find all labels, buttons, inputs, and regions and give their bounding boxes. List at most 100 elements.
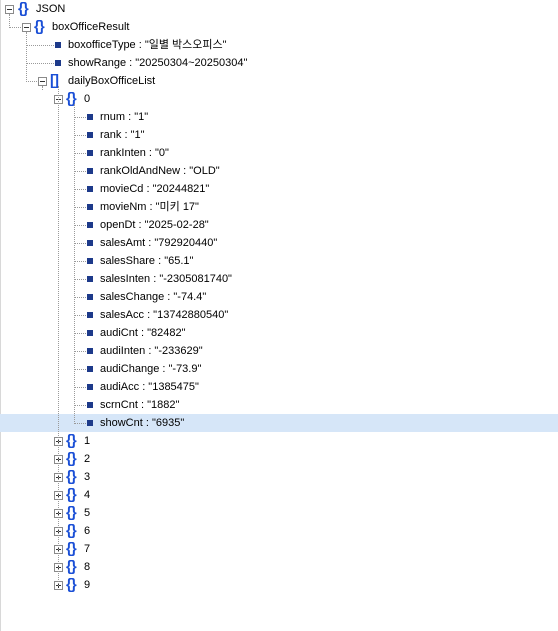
tree-leaf-label: rankInten : "0" xyxy=(100,147,169,159)
tree-leaf-field[interactable]: scrnCnt : "1882" xyxy=(0,396,558,414)
tree-leaf-field[interactable]: salesAmt : "792920440" xyxy=(0,234,558,252)
square-bullet-icon xyxy=(87,240,93,246)
tree-node-daily-box-office-list[interactable]: [] dailyBoxOfficeList xyxy=(0,72,558,90)
tree-connector xyxy=(74,153,86,154)
tree-leaf-field[interactable]: rnum : "1" xyxy=(0,108,558,126)
tree-node-item-collapsed[interactable]: {} 4 xyxy=(0,486,558,504)
tree-connector xyxy=(74,261,86,262)
square-bullet-icon xyxy=(87,294,93,300)
tree-node-item-collapsed[interactable]: {} 9 xyxy=(0,576,558,594)
tree-node-item-collapsed[interactable]: {} 6 xyxy=(0,522,558,540)
tree-leaf-field[interactable]: rankOldAndNew : "OLD" xyxy=(0,162,558,180)
tree-leaf-field[interactable]: movieNm : "미키 17" xyxy=(0,198,558,216)
tree-connector xyxy=(74,135,86,136)
square-bullet-icon xyxy=(87,222,93,228)
tree-node-label: dailyBoxOfficeList xyxy=(68,75,156,87)
tree-leaf-field-selected[interactable]: showCnt : "6935" xyxy=(0,414,558,432)
collapse-icon[interactable] xyxy=(22,23,31,32)
collapse-icon[interactable] xyxy=(5,5,14,14)
tree-connector xyxy=(74,297,86,298)
tree-connector xyxy=(9,14,10,28)
square-bullet-icon xyxy=(87,114,93,120)
square-bullet-icon xyxy=(87,186,93,192)
square-bullet-icon xyxy=(87,420,93,426)
tree-connector xyxy=(74,171,86,172)
square-bullet-icon xyxy=(87,384,93,390)
tree-connector xyxy=(26,32,27,82)
tree-leaf-label: movieNm : "미키 17" xyxy=(100,201,199,213)
tree-node-label: 7 xyxy=(84,543,91,555)
tree-connector xyxy=(42,86,43,90)
tree-leaf-field[interactable]: movieCd : "20244821" xyxy=(0,180,558,198)
curly-braces-icon: {} xyxy=(66,90,77,107)
tree-node-item-collapsed[interactable]: {} 1 xyxy=(0,432,558,450)
square-bullet-icon xyxy=(87,258,93,264)
tree-node-label: 1 xyxy=(84,435,91,447)
tree-connector xyxy=(9,27,21,28)
tree-leaf-show-range[interactable]: showRange : "20250304~20250304" xyxy=(0,54,558,72)
square-bullet-icon xyxy=(87,312,93,318)
tree-node-item-collapsed[interactable]: {} 7 xyxy=(0,540,558,558)
tree-leaf-field[interactable]: rankInten : "0" xyxy=(0,144,558,162)
collapse-icon[interactable] xyxy=(38,77,47,86)
tree-leaf-field[interactable]: openDt : "2025-02-28" xyxy=(0,216,558,234)
tree-node-item-collapsed[interactable]: {} 8 xyxy=(0,558,558,576)
tree-leaf-label: audiChange : "-73.9" xyxy=(100,363,202,375)
tree-leaf-label: showRange : "20250304~20250304" xyxy=(68,57,248,69)
tree-node-label: 6 xyxy=(84,525,91,537)
tree-leaf-label: audiCnt : "82482" xyxy=(100,327,186,339)
square-bullet-icon xyxy=(55,42,61,48)
tree-connector xyxy=(74,315,86,316)
tree-leaf-label: salesAmt : "792920440" xyxy=(100,237,218,249)
tree-leaf-field[interactable]: audiChange : "-73.9" xyxy=(0,360,558,378)
square-bullet-icon xyxy=(87,150,93,156)
curly-braces-icon: {} xyxy=(66,450,77,467)
tree-leaf-field[interactable]: audiCnt : "82482" xyxy=(0,324,558,342)
curly-braces-icon: {} xyxy=(66,522,77,539)
square-bullet-icon xyxy=(87,330,93,336)
tree-connector xyxy=(74,351,86,352)
tree-leaf-field[interactable]: salesShare : "65.1" xyxy=(0,252,558,270)
tree-node-item-collapsed[interactable]: {} 3 xyxy=(0,468,558,486)
tree-leaf-label: audiInten : "-233629" xyxy=(100,345,203,357)
tree-connector xyxy=(74,279,86,280)
tree-leaf-label: movieCd : "20244821" xyxy=(100,183,210,195)
tree-connector xyxy=(74,369,86,370)
tree-node-item-collapsed[interactable]: {} 2 xyxy=(0,450,558,468)
curly-braces-icon: {} xyxy=(66,576,77,593)
tree-leaf-label: rank : "1" xyxy=(100,129,145,141)
tree-connector xyxy=(74,189,86,190)
tree-leaf-label: salesAcc : "13742880540" xyxy=(100,309,229,321)
tree-leaf-field[interactable]: audiInten : "-233629" xyxy=(0,342,558,360)
tree-connector xyxy=(26,81,37,82)
curly-braces-icon: {} xyxy=(34,18,45,35)
tree-node-label: 2 xyxy=(84,453,91,465)
tree-leaf-boxoffice-type[interactable]: boxofficeType : "일별 박스오피스" xyxy=(0,36,558,54)
curly-braces-icon: {} xyxy=(66,468,77,485)
tree-node-label: 5 xyxy=(84,507,91,519)
tree-node-item-0[interactable]: {} 0 xyxy=(0,90,558,108)
tree-leaf-field[interactable]: salesChange : "-74.4" xyxy=(0,288,558,306)
tree-connector xyxy=(74,117,86,118)
tree-leaf-field[interactable]: salesInten : "-2305081740" xyxy=(0,270,558,288)
tree-node-item-collapsed[interactable]: {} 5 xyxy=(0,504,558,522)
square-bullet-icon xyxy=(87,348,93,354)
tree-leaf-field[interactable]: audiAcc : "1385475" xyxy=(0,378,558,396)
tree-connector xyxy=(74,225,86,226)
tree-leaf-label: scrnCnt : "1882" xyxy=(100,399,180,411)
tree-node-label: boxOfficeResult xyxy=(52,21,130,33)
tree-leaf-field[interactable]: salesAcc : "13742880540" xyxy=(0,306,558,324)
tree-leaf-label: openDt : "2025-02-28" xyxy=(100,219,209,231)
tree-leaf-label: boxofficeType : "일별 박스오피스" xyxy=(68,39,227,51)
square-bullet-icon xyxy=(87,366,93,372)
tree-node-box-office-result[interactable]: {} boxOfficeResult xyxy=(0,18,558,36)
tree-connector xyxy=(26,63,54,64)
tree-node-root[interactable]: {} JSON xyxy=(0,0,558,18)
tree-node-label: 4 xyxy=(84,489,91,501)
tree-connector xyxy=(74,243,86,244)
tree-leaf-label: salesChange : "-74.4" xyxy=(100,291,207,303)
tree-node-label: 0 xyxy=(84,93,91,105)
tree-connector xyxy=(58,86,59,586)
tree-leaf-field[interactable]: rank : "1" xyxy=(0,126,558,144)
